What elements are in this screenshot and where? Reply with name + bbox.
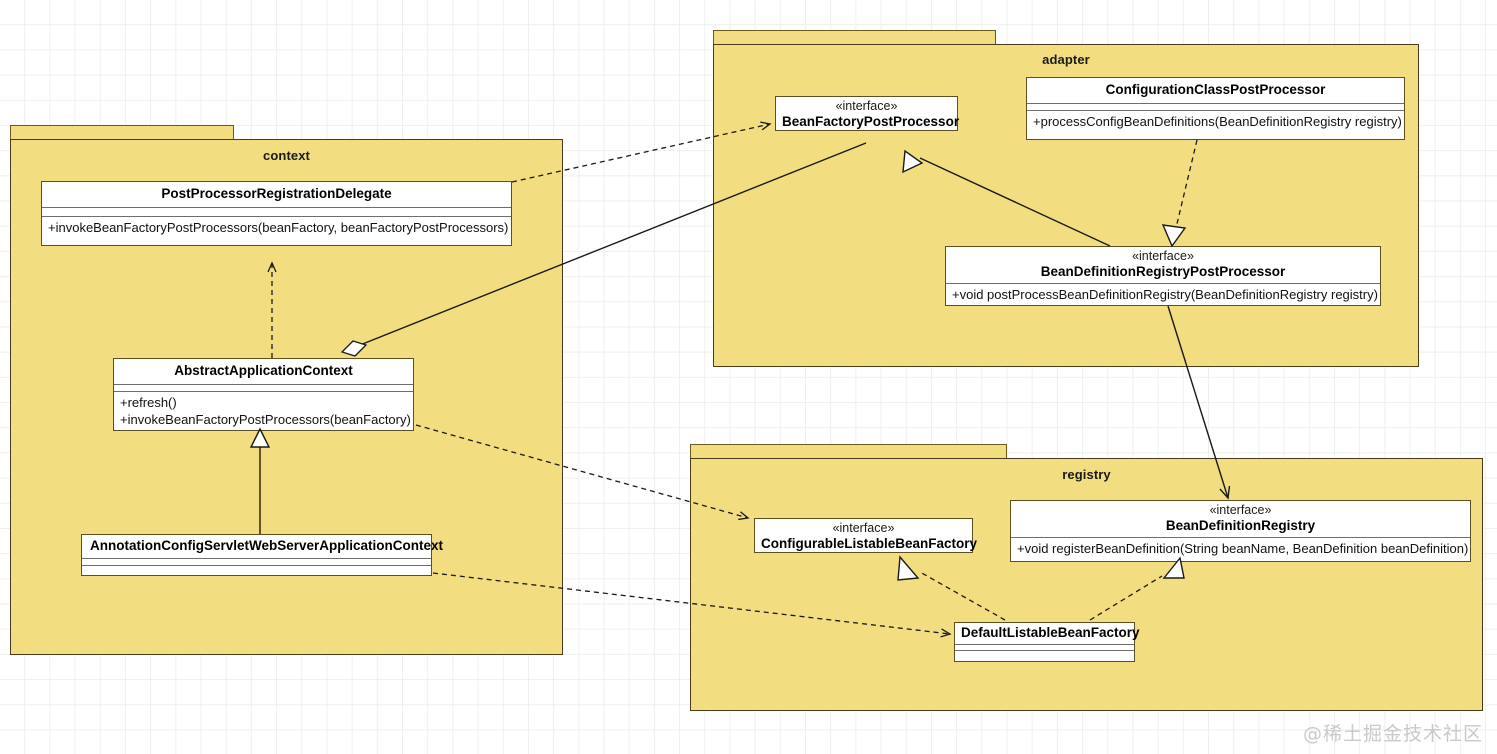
class-stereotype: «interface» xyxy=(835,99,898,113)
compartment-separator xyxy=(82,564,431,566)
compartment-separator xyxy=(82,557,431,559)
class-configuration-class-post-processor[interactable]: ConfigurationClassPostProcessor +process… xyxy=(1026,77,1405,140)
class-configurable-listable-bean-factory[interactable]: «interface» ConfigurableListableBeanFact… xyxy=(754,518,978,555)
operation-row: +invokeBeanFactoryPostProcessors(beanFac… xyxy=(48,219,509,235)
package-registry-body: registry xyxy=(690,458,1483,711)
operations-compartment: +void postProcessBeanDefinitionRegistry(… xyxy=(946,284,1380,306)
package-registry-label: registry xyxy=(1062,467,1111,482)
compartment-separator xyxy=(1027,102,1404,104)
compartment-separator xyxy=(42,206,511,208)
class-title: ConfigurationClassPostProcessor xyxy=(1105,82,1326,97)
class-bean-definition-registry[interactable]: «interface» BeanDefinitionRegistry +void… xyxy=(1010,500,1471,562)
class-title: BeanDefinitionRegistryPostProcessor xyxy=(1040,263,1286,279)
class-header: «interface» BeanFactoryPostProcessor xyxy=(776,97,960,133)
class-default-listable-bean-factory[interactable]: DefaultListableBeanFactory xyxy=(954,622,1140,662)
operations-compartment: +refresh() +invokeBeanFactoryPostProcess… xyxy=(114,392,413,431)
operation-row: +refresh() xyxy=(120,394,177,410)
class-header: ConfigurationClassPostProcessor xyxy=(1027,78,1404,103)
attributes-compartment xyxy=(42,208,511,216)
class-stereotype: «interface» xyxy=(1209,503,1272,517)
class-title: AnnotationConfigServletWebServerApplicat… xyxy=(90,538,444,553)
class-title: DefaultListableBeanFactory xyxy=(961,625,1140,640)
class-header: «interface» ConfigurableListableBeanFact… xyxy=(755,519,978,555)
class-post-processor-registration-delegate[interactable]: PostProcessorRegistrationDelegate +invok… xyxy=(41,181,512,246)
class-bean-factory-post-processor[interactable]: «interface» BeanFactoryPostProcessor xyxy=(775,96,960,133)
watermark: @稀土掘金技术社区 xyxy=(1302,723,1483,745)
class-header: «interface» BeanDefinitionRegistryPostPr… xyxy=(946,247,1380,283)
class-header: DefaultListableBeanFactory xyxy=(955,623,1140,644)
class-stereotype: «interface» xyxy=(1132,249,1194,263)
operations-compartment: +processConfigBeanDefinitions(BeanDefini… xyxy=(1027,111,1404,133)
operations-compartment xyxy=(955,651,1134,656)
operation-row: +void registerBeanDefinition(String bean… xyxy=(1017,540,1469,556)
class-title: PostProcessorRegistrationDelegate xyxy=(161,186,392,201)
compartment-separator xyxy=(114,383,413,385)
class-header: PostProcessorRegistrationDelegate xyxy=(42,182,511,207)
compartment-separator xyxy=(955,649,1134,651)
compartment-separator xyxy=(946,282,1380,284)
class-stereotype: «interface» xyxy=(832,521,895,535)
class-header: AnnotationConfigServletWebServerApplicat… xyxy=(82,535,444,558)
compartment-separator xyxy=(1027,109,1404,111)
operations-compartment xyxy=(82,566,431,572)
operation-row: +processConfigBeanDefinitions(BeanDefini… xyxy=(1033,113,1402,129)
package-adapter-tab xyxy=(713,30,996,45)
class-header: AbstractApplicationContext xyxy=(114,359,413,384)
class-header: «interface» BeanDefinitionRegistry xyxy=(1011,501,1470,537)
compartment-separator xyxy=(114,390,413,392)
class-title: BeanFactoryPostProcessor xyxy=(782,113,960,129)
compartment-separator xyxy=(1011,536,1470,538)
compartment-separator xyxy=(955,643,1134,645)
class-bean-definition-registry-post-processor[interactable]: «interface» BeanDefinitionRegistryPostPr… xyxy=(945,246,1381,306)
operations-compartment: +invokeBeanFactoryPostProcessors(beanFac… xyxy=(42,217,511,239)
operations-compartment: +void registerBeanDefinition(String bean… xyxy=(1011,538,1470,560)
package-registry-tab xyxy=(690,444,1007,459)
package-context-label: context xyxy=(263,148,310,163)
operation-row: +void postProcessBeanDefinitionRegistry(… xyxy=(952,286,1378,302)
compartment-separator xyxy=(42,215,511,217)
operation-row: +invokeBeanFactoryPostProcessors(beanFac… xyxy=(120,412,411,428)
class-abstract-application-context[interactable]: AbstractApplicationContext +refresh() +i… xyxy=(113,358,414,431)
class-title: ConfigurableListableBeanFactory xyxy=(761,535,978,551)
package-context-tab xyxy=(10,125,234,140)
class-annotation-config-servlet-web-server-application-context[interactable]: AnnotationConfigServletWebServerApplicat… xyxy=(81,534,444,576)
class-title: AbstractApplicationContext xyxy=(174,363,353,378)
package-adapter-label: adapter xyxy=(1042,52,1090,67)
class-title: BeanDefinitionRegistry xyxy=(1165,517,1316,533)
